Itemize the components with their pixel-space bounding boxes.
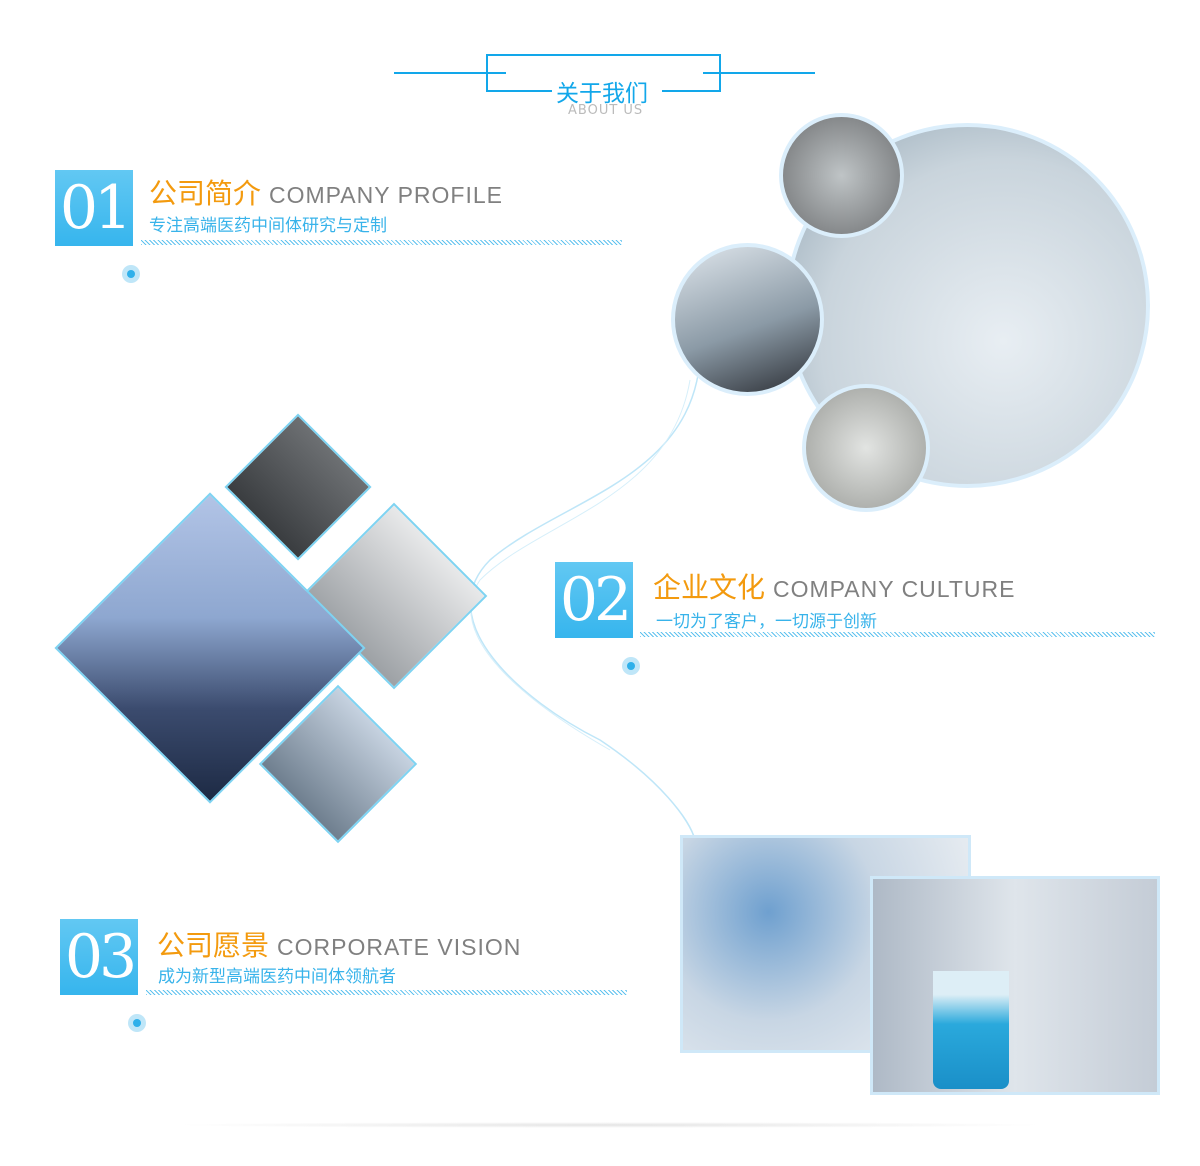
- bullet-dot: [128, 1014, 146, 1032]
- lab-equipment-photo-circle: [779, 113, 904, 238]
- section-title-02: 企业文化 COMPANY CULTURE: [653, 566, 1016, 606]
- lab-instrument-photo-circle: [802, 384, 930, 512]
- header-frame-right: [719, 54, 721, 92]
- header-frame-top: [486, 54, 721, 56]
- bullet-dot: [122, 265, 140, 283]
- header-subtitle: ABOUT US: [568, 103, 644, 118]
- dotted-divider: [141, 240, 622, 245]
- header-frame-bottom-right: [662, 90, 721, 92]
- title-en: COMPANY CULTURE: [773, 576, 1016, 602]
- section-number-02: 02: [555, 562, 633, 638]
- header-frame-left: [486, 54, 488, 92]
- section-number-03: 03: [60, 919, 138, 995]
- section-subtitle-03: 成为新型高端医药中间体领航者: [158, 967, 396, 987]
- title-cn: 公司简介: [149, 177, 262, 210]
- beaker-photo: [870, 876, 1160, 1095]
- bullet-dot: [622, 657, 640, 675]
- section-number-01: 01: [55, 170, 133, 246]
- header-frame-bottom-left: [486, 90, 552, 92]
- title-cn: 企业文化: [653, 571, 766, 604]
- beaker-icon: [933, 971, 1009, 1089]
- section-subtitle-02: 一切为了客户，一切源于创新: [656, 612, 877, 632]
- section-title-01: 公司简介 COMPANY PROFILE: [149, 172, 503, 212]
- bottom-shadow: [170, 1122, 1050, 1128]
- header-line-right: [703, 72, 815, 74]
- lab-bench-photo-circle: [671, 243, 824, 396]
- header-title: 关于我们: [556, 81, 648, 107]
- section-subtitle-01: 专注高端医药中间体研究与定制: [149, 216, 387, 236]
- dotted-divider: [640, 632, 1155, 637]
- header-line-left: [394, 72, 506, 74]
- section-title-03: 公司愿景 CORPORATE VISION: [157, 924, 521, 964]
- title-en: CORPORATE VISION: [277, 934, 522, 960]
- title-cn: 公司愿景: [157, 929, 270, 962]
- title-en: COMPANY PROFILE: [269, 182, 503, 208]
- dotted-divider: [146, 990, 627, 995]
